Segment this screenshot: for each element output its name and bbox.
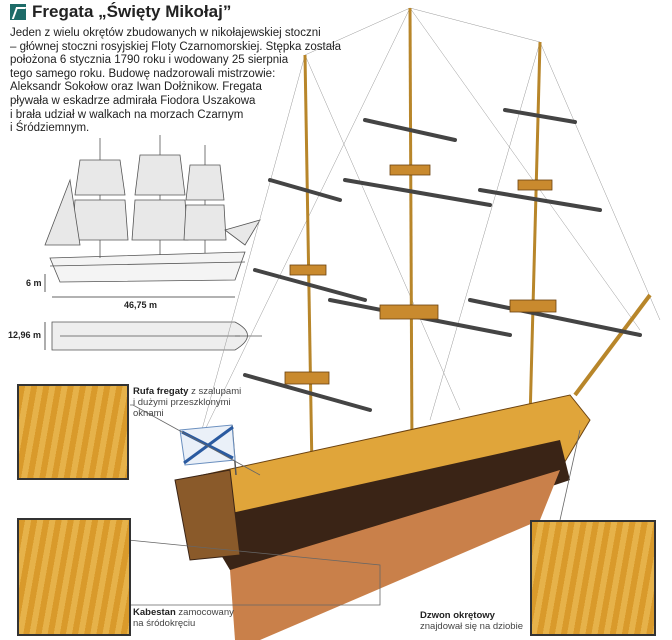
logo-icon: [10, 4, 26, 20]
width-dimension: 12,96 m: [8, 330, 42, 340]
capstan-inset-image: [17, 518, 131, 636]
length-dimension: 46,75 m: [124, 300, 158, 310]
main-ship-hull: [174, 394, 591, 640]
flag-icon: [179, 424, 237, 476]
bell-inset-image: [530, 520, 656, 636]
side-view-diagram: [44, 135, 262, 351]
stern-inset-image: [17, 384, 129, 480]
height-dimension: 6 m: [26, 278, 42, 288]
rigging: [194, 7, 661, 456]
intro-text: Jeden z wielu okrętów zbudowanych w niko…: [10, 27, 342, 135]
page-title: Fregata „Święty Mikołaj”: [10, 2, 231, 22]
